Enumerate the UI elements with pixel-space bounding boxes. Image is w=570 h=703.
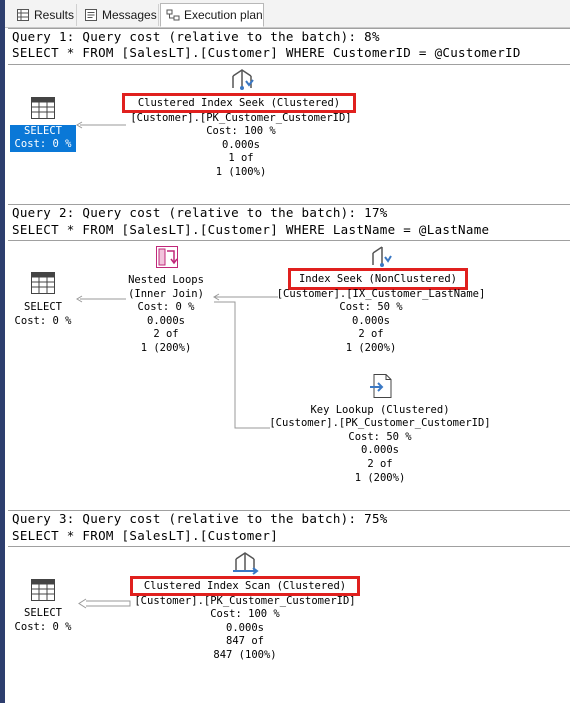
nested-loops-estimate: 1 (200%)	[140, 342, 192, 354]
tab-execution-plan[interactable]: Execution plan	[160, 3, 264, 27]
query-2-sql-separator	[8, 240, 570, 241]
key-lookup-rows: 2 of	[367, 458, 393, 470]
clustered-index-seek-label[interactable]: Clustered Index Seek (Clustered)	[122, 93, 356, 113]
index-seek-object: [Customer].[IX_Customer_LastName]	[276, 288, 486, 300]
tab-messages[interactable]: Messages	[79, 4, 159, 26]
select-icon[interactable]	[31, 579, 55, 601]
nested-loops-join-type: (Inner Join)	[128, 288, 204, 300]
select-icon[interactable]	[31, 272, 55, 294]
query-3-separator	[8, 510, 570, 511]
key-lookup-label: Key Lookup (Clustered)	[310, 404, 450, 416]
clustered-index-seek-time: 0.000s	[222, 139, 260, 151]
query-2-sql: SELECT * FROM [SalesLT].[Customer] WHERE…	[12, 222, 490, 237]
nested-loops-rows: 2 of	[153, 328, 179, 340]
query-1-select-node[interactable]: SELECT Cost: 0 %	[10, 125, 76, 152]
data-flow-arrow	[76, 295, 126, 303]
query-3-header: Query 3: Query cost (relative to the bat…	[12, 511, 388, 526]
nested-loops-icon[interactable]	[156, 246, 178, 268]
query-2-select-cost: Cost: 0 %	[14, 315, 72, 327]
execution-plan-icon	[166, 9, 180, 21]
tab-messages-label: Messages	[102, 8, 157, 22]
index-seek-icon[interactable]	[370, 245, 392, 267]
query-2-separator	[8, 204, 570, 205]
clustered-index-seek-rows: 1 of	[228, 152, 254, 164]
clustered-index-seek-icon[interactable]	[230, 68, 254, 90]
index-seek-label[interactable]: Index Seek (NonClustered)	[288, 268, 468, 290]
clustered-index-scan-object: [Customer].[PK_Customer_CustomerID]	[134, 595, 356, 607]
messages-icon	[85, 9, 97, 21]
index-seek-time: 0.000s	[352, 315, 390, 327]
key-lookup-object: [Customer].[PK_Customer_CustomerID]	[269, 417, 491, 429]
nested-loops-label: Nested Loops	[128, 274, 204, 286]
query-1-sql: SELECT * FROM [SalesLT].[Customer] WHERE…	[12, 45, 521, 60]
query-1-header: Query 1: Query cost (relative to the bat…	[12, 29, 380, 44]
query-2-select-label: SELECT	[24, 301, 62, 313]
tab-results[interactable]: Results	[11, 4, 77, 26]
left-edge-bar	[0, 0, 5, 703]
index-seek-rows: 2 of	[358, 328, 384, 340]
query-3-sql-separator	[8, 546, 570, 547]
data-flow-arrow-thick	[78, 598, 131, 609]
clustered-index-scan-estimate: 847 (100%)	[213, 649, 277, 661]
query-3-select-cost: Cost: 0 %	[14, 621, 72, 633]
clustered-index-scan-icon[interactable]	[233, 551, 259, 575]
data-flow-arrow	[76, 121, 126, 129]
key-lookup-time: 0.000s	[361, 444, 399, 456]
tab-execution-plan-label: Execution plan	[184, 8, 263, 22]
clustered-index-seek-object: [Customer].[PK_Customer_CustomerID]	[130, 112, 352, 124]
index-seek-cost: Cost: 50 %	[339, 301, 403, 313]
query-1-separator	[8, 28, 570, 29]
index-seek-estimate: 1 (200%)	[345, 342, 397, 354]
clustered-index-seek-estimate: 1 (100%)	[215, 166, 267, 178]
select-icon[interactable]	[31, 97, 55, 119]
query-1-sql-separator	[8, 64, 570, 65]
query-2-header: Query 2: Query cost (relative to the bat…	[12, 205, 388, 220]
clustered-index-scan-cost: Cost: 100 %	[210, 608, 280, 620]
nested-loops-time: 0.000s	[147, 315, 185, 327]
clustered-index-seek-cost: Cost: 100 %	[206, 125, 276, 137]
clustered-index-scan-time: 0.000s	[226, 622, 264, 634]
select-label: SELECT	[24, 125, 62, 137]
nested-loops-connectors	[213, 293, 278, 429]
key-lookup-estimate: 1 (200%)	[354, 472, 406, 484]
clustered-index-scan-label[interactable]: Clustered Index Scan (Clustered)	[130, 576, 360, 596]
key-lookup-cost: Cost: 50 %	[348, 431, 412, 443]
query-3-sql: SELECT * FROM [SalesLT].[Customer]	[12, 528, 279, 543]
grid-icon	[17, 9, 29, 21]
clustered-index-scan-rows: 847 of	[226, 635, 264, 647]
results-tab-strip: Results Messages Execution plan	[5, 0, 570, 28]
select-cost: Cost: 0 %	[14, 138, 72, 150]
key-lookup-icon[interactable]	[370, 374, 392, 398]
tab-results-label: Results	[34, 8, 75, 22]
query-3-select-label: SELECT	[24, 607, 62, 619]
nested-loops-cost: Cost: 0 %	[137, 301, 195, 313]
